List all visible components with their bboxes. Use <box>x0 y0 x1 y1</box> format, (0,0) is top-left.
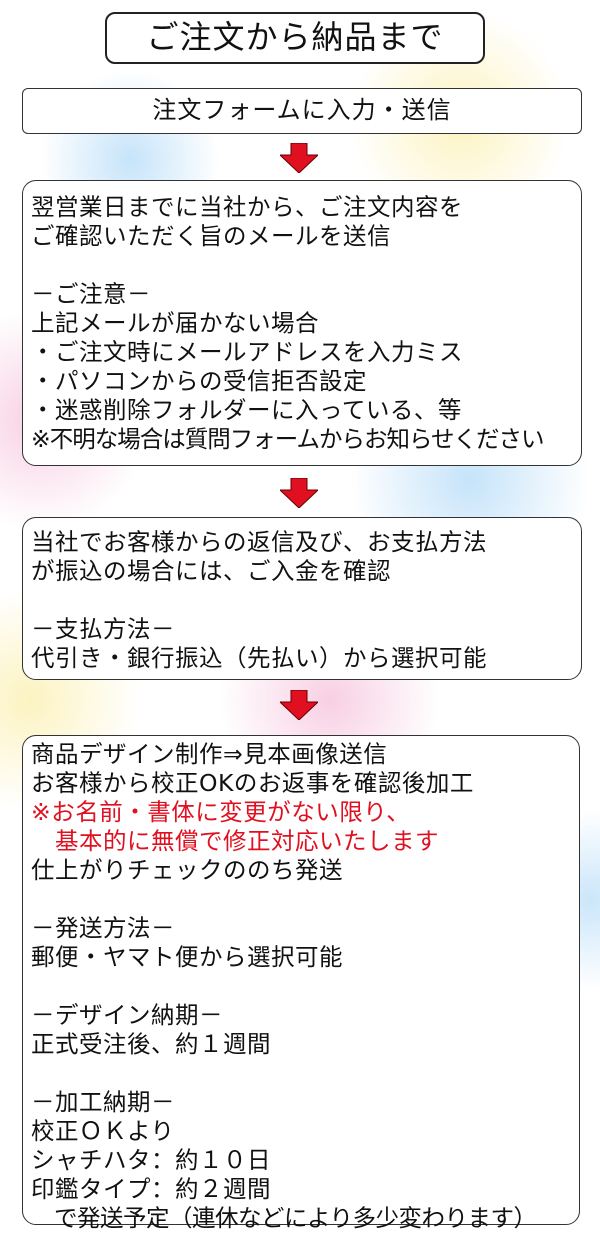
down-arrow-icon <box>280 690 318 720</box>
step-1-text: 注文フォームに入力・送信 <box>152 96 452 124</box>
step-3-line <box>31 586 581 615</box>
down-arrow-icon <box>280 143 318 173</box>
step-2-line <box>31 251 581 280</box>
step-4-line: 印鑑タイプ：約２週間 <box>31 1175 271 1203</box>
step-4-line: 郵便・ヤマト便から選択可能 <box>31 943 343 971</box>
step-2-line: －ご注意－ <box>31 280 151 308</box>
step-2-box: 翌営業日までに当社から、ご注文内容を ご確認いただく旨のメールを送信 －ご注意－… <box>22 180 582 466</box>
step-2-line: ・ご注文時にメールアドレスを入力ミス <box>31 338 463 366</box>
step-4-line: 校正ＯＫより <box>31 1117 175 1145</box>
step-3-line: －支払方法－ <box>31 615 175 643</box>
step-2-line: ご確認いただく旨のメールを送信 <box>31 222 391 250</box>
step-3-line: 代引き・銀行振込（先払い）から選択可能 <box>31 644 487 672</box>
step-4-line <box>31 1059 579 1088</box>
step-2-line: ・パソコンからの受信拒否設定 <box>31 367 367 395</box>
step-4-note: ※お名前・書体に変更がない限り、 <box>31 798 411 826</box>
step-4-line: －加工納期－ <box>31 1088 175 1116</box>
step-4-line: で発送予定（連休などにより多少変わります） <box>31 1204 537 1232</box>
down-arrow-icon <box>280 478 318 508</box>
step-2-line: 上記メールが届かない場合 <box>31 309 319 337</box>
step-4-line: 仕上がりチェックののち発送 <box>31 856 343 884</box>
step-4-note: 基本的に無償で修正対応いたします <box>31 827 439 855</box>
step-4-line <box>31 885 579 914</box>
step-4-line: 正式受注後、約１週間 <box>31 1030 271 1058</box>
step-2-line: 翌営業日までに当社から、ご注文内容を <box>31 193 463 221</box>
step-3-line: 当社でお客様からの返信及び、お支払方法 <box>31 528 487 556</box>
step-4-line <box>31 972 579 1001</box>
step-4-line: シャチハタ：約１０日 <box>31 1146 271 1174</box>
step-4-line: －発送方法－ <box>31 914 175 942</box>
page-title: ご注文から納品まで <box>105 12 485 64</box>
step-4-line: 商品デザイン制作⇒見本画像送信 <box>31 740 388 768</box>
step-4-line: －デザイン納期－ <box>31 1001 223 1029</box>
step-3-line: が振込の場合には、ご入金を確認 <box>31 557 391 585</box>
step-2-line: ・迷惑削除フォルダーに入っている、等 <box>31 396 462 424</box>
step-4-line: お客様から校正OKのお返事を確認後加工 <box>31 769 474 797</box>
step-4-box: 商品デザイン制作⇒見本画像送信 お客様から校正OKのお返事を確認後加工 ※お名前… <box>22 735 580 1232</box>
step-1-box: 注文フォームに入力・送信 <box>22 88 582 134</box>
step-2-line: ※不明な場合は質問フォームからお知らせください <box>31 425 545 453</box>
step-3-box: 当社でお客様からの返信及び、お支払方法 が振込の場合には、ご入金を確認 －支払方… <box>22 517 582 680</box>
